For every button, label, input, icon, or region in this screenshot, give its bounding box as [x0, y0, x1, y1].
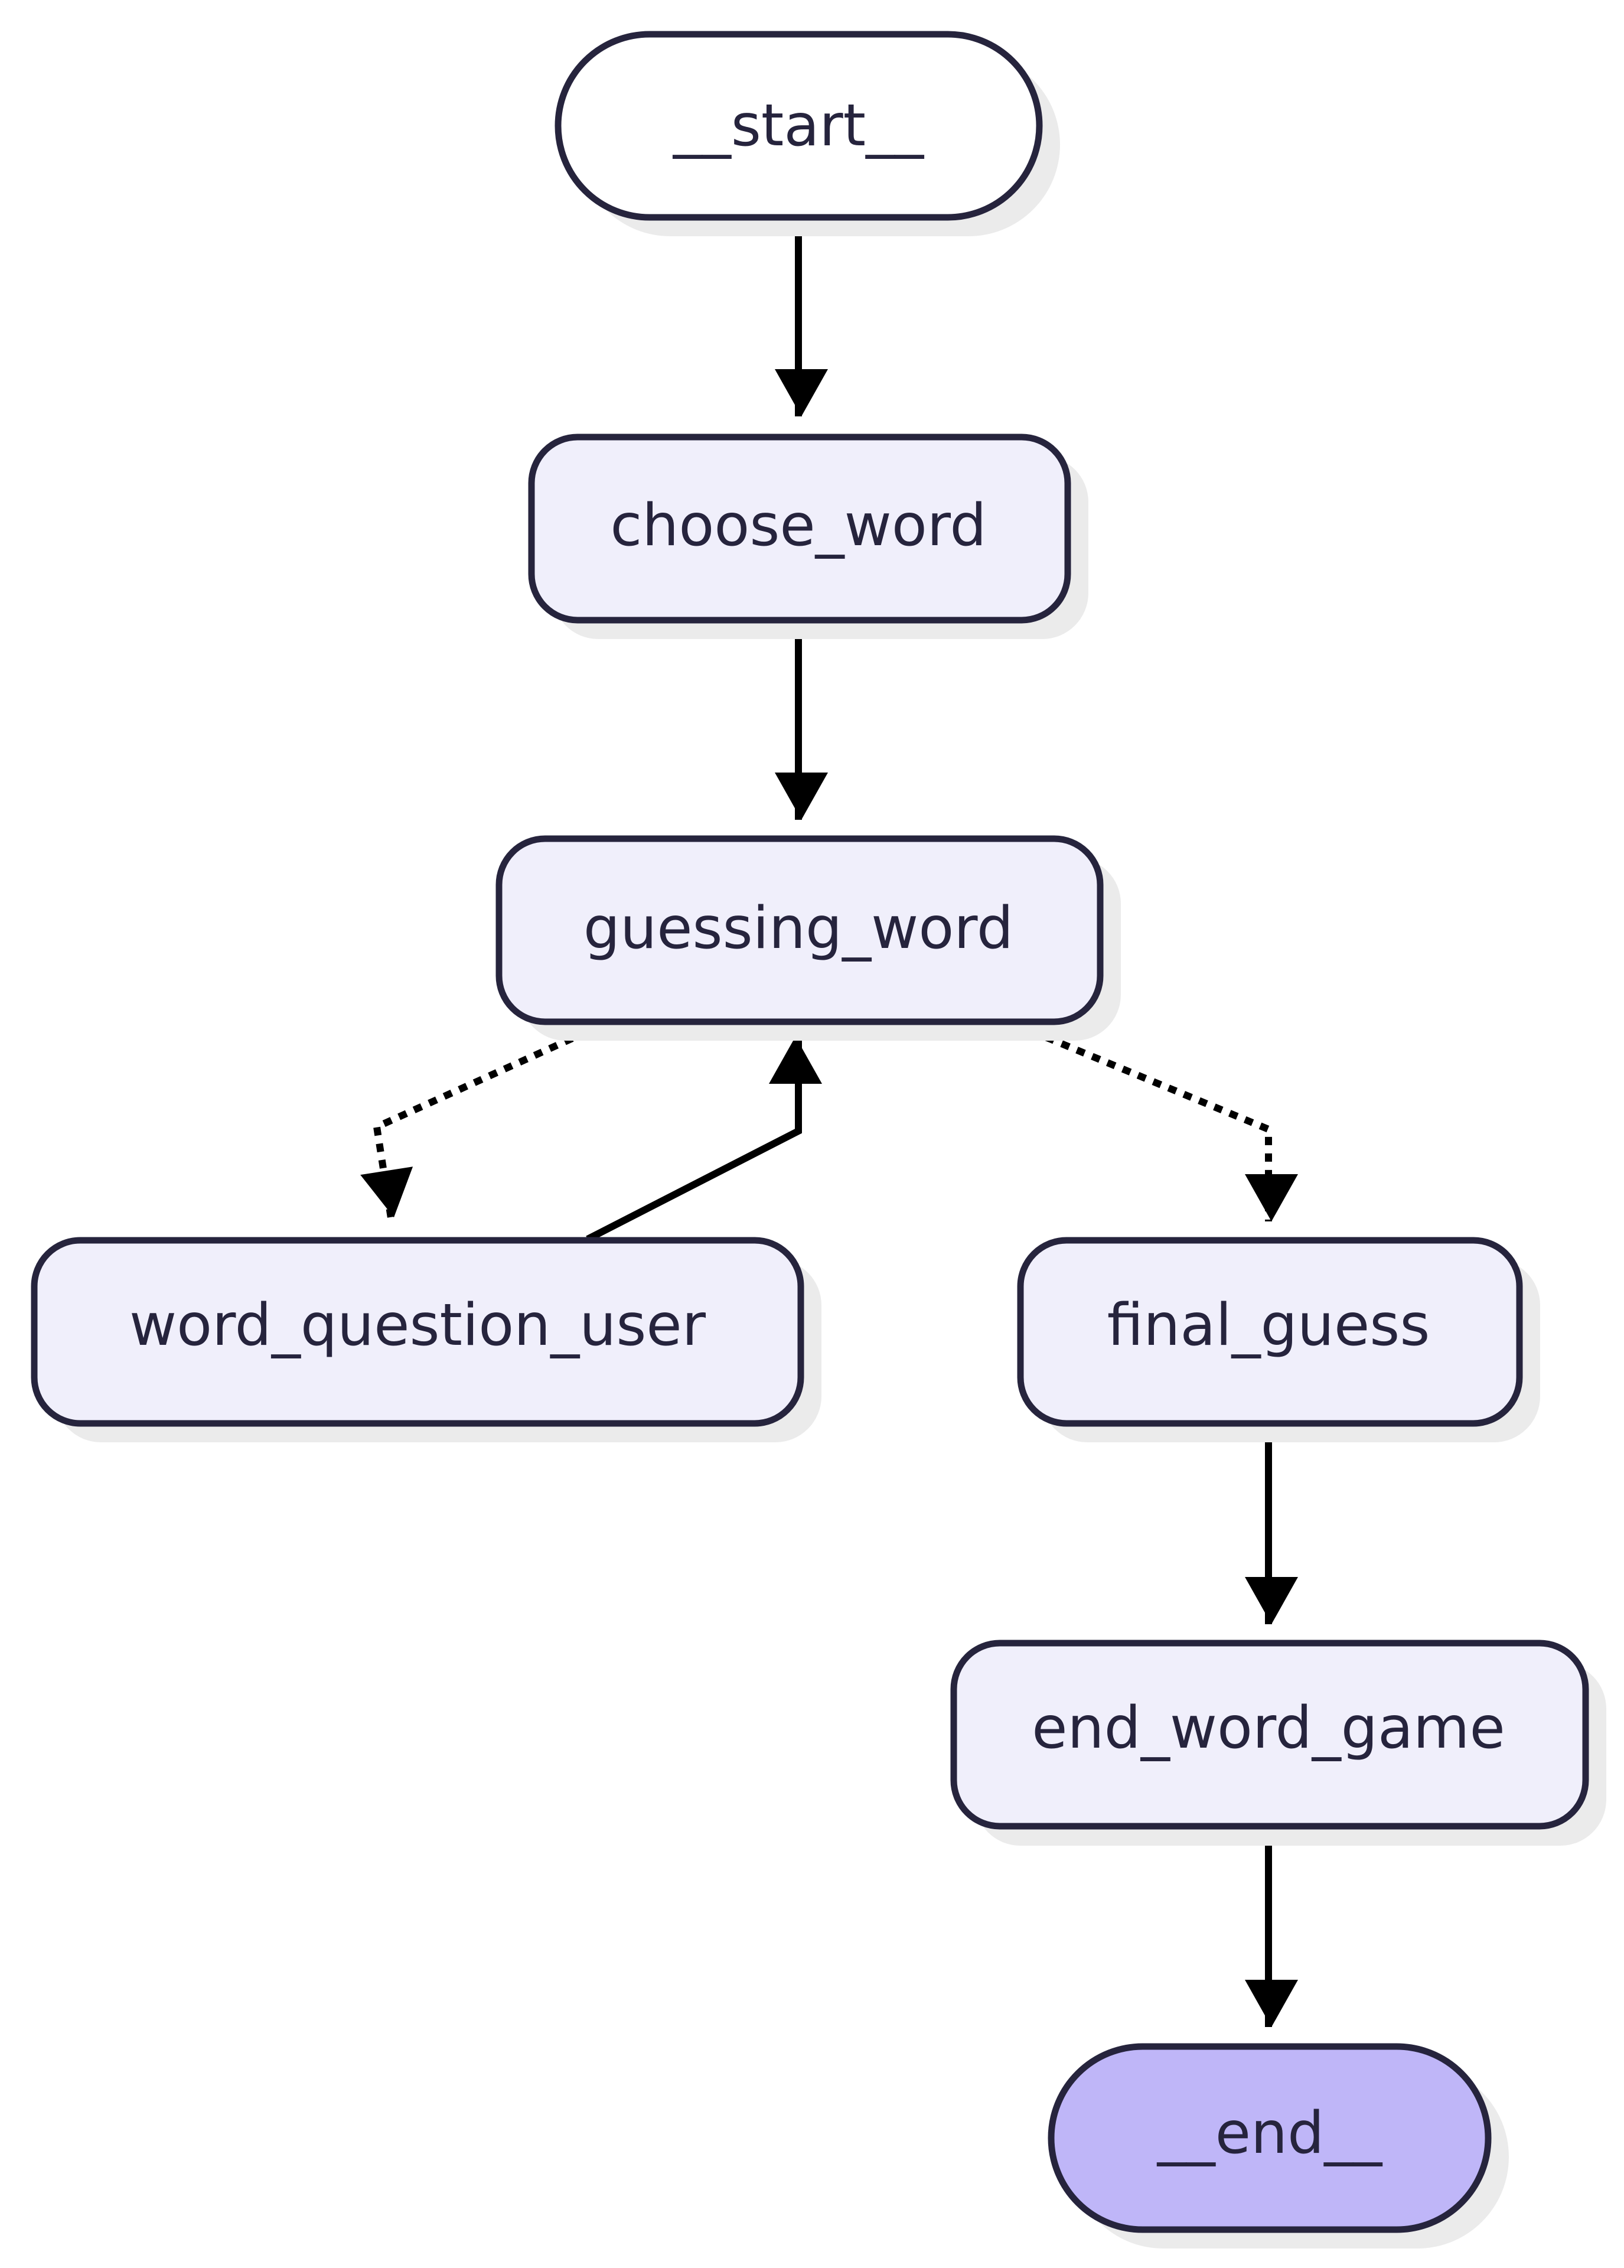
node-final-guess-shape: [1017, 1237, 1523, 1427]
node-start-label: __start__: [673, 92, 924, 159]
node-end-word-game-label: end_word_game: [1032, 1695, 1505, 1762]
node-choose-word: choose_word: [528, 434, 1088, 639]
node-final-guess-label: final_guess: [1107, 1292, 1430, 1359]
node-end-shape: [1048, 2043, 1492, 2233]
node-start-shape: [555, 31, 1043, 221]
edge-guessing-word-to-final-guess: [1014, 1021, 1298, 1221]
node-end-label: __end__: [1157, 2100, 1383, 2167]
node-end-word-game-shape: [950, 1640, 1589, 1830]
node-word-question-user-shape: [31, 1237, 804, 1427]
node-final-guess: final_guess: [1017, 1237, 1540, 1442]
node-word-question-user-label: word_question_user: [129, 1292, 706, 1359]
edge-word-question-user-to-guessing-word: [586, 1037, 822, 1243]
node-guessing-word-label: guessing_word: [583, 895, 1013, 962]
node-start: __start__: [555, 31, 1060, 236]
node-end-word-game: end_word_game: [950, 1640, 1606, 1846]
edges: [360, 217, 1298, 2027]
node-choose-word-label: choose_word: [610, 492, 986, 559]
node-end: __end__: [1048, 2043, 1509, 2249]
edge-guessing-word-to-word-question-user: [360, 1021, 604, 1218]
node-word-question-user: word_question_user: [31, 1237, 821, 1442]
node-guessing-word: guessing_word: [495, 835, 1121, 1041]
node-guessing-word-shape: [495, 835, 1104, 1025]
node-choose-word-shape: [528, 434, 1071, 624]
